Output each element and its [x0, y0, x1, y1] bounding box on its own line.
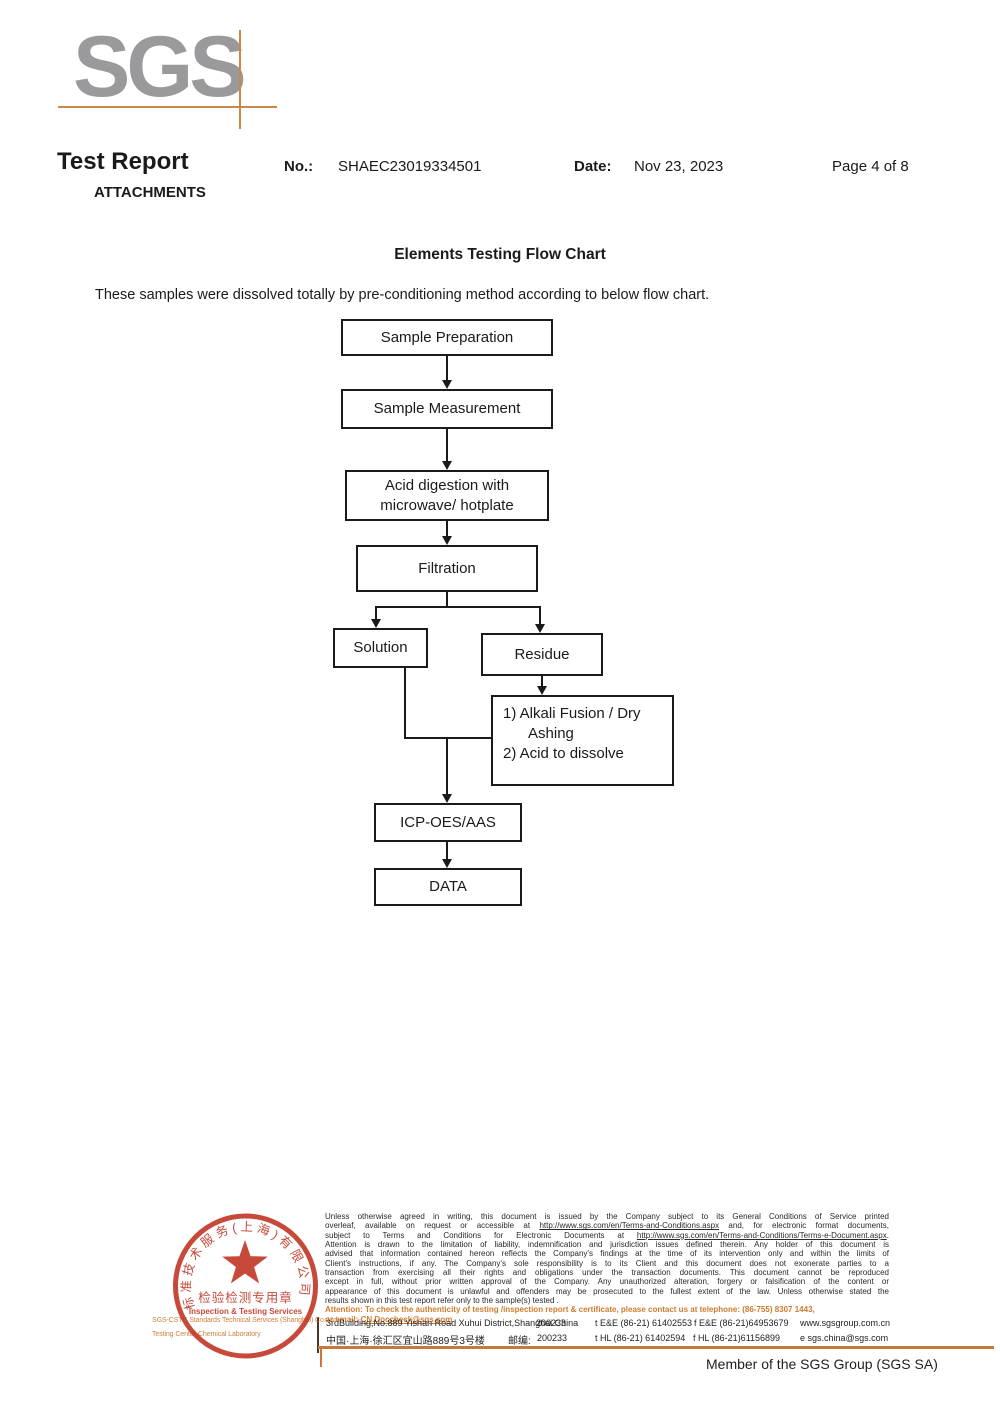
- connector-line: [446, 429, 448, 461]
- email: e sgs.china@sgs.com: [800, 1333, 889, 1343]
- legal-line: except in full, without prior written ap…: [325, 1277, 889, 1287]
- node-residue: Residue: [481, 633, 603, 676]
- connector-line: [539, 607, 541, 624]
- star-icon: [222, 1240, 268, 1284]
- arrow-down-icon: [442, 536, 452, 545]
- legal-text: subject to Terms and Conditions for Elec…: [325, 1230, 637, 1240]
- phone-ee: t E&E (86-21) 61402553: [595, 1318, 693, 1328]
- connector-line: [446, 842, 448, 859]
- flowchart-intro: These samples were dissolved totally by …: [95, 287, 710, 303]
- connector-line: [446, 592, 448, 607]
- attention-text: or email:: [325, 1314, 361, 1324]
- connector-line: [404, 737, 492, 739]
- doccheck-email: CN.Doccheck@sgs.com: [360, 1314, 453, 1324]
- page-number: Page 4 of 8: [832, 158, 909, 175]
- connector-line: [375, 607, 377, 619]
- connector-line: [446, 521, 448, 536]
- connector-line: [446, 739, 448, 794]
- connector-line: [541, 676, 543, 686]
- address-en-zip: 200233: [536, 1318, 567, 1328]
- logo-horizontal-rule: [58, 106, 277, 108]
- node-sample-measurement: Sample Measurement: [341, 389, 553, 429]
- legal-line: results shown in this test report refer …: [325, 1296, 559, 1306]
- legal-line: advised that information contained hereo…: [325, 1249, 889, 1259]
- legal-line: appearance of this document is unlawful …: [325, 1286, 889, 1296]
- legal-line: subject to Terms and Conditions for Elec…: [325, 1231, 889, 1240]
- node-solution: Solution: [333, 628, 428, 668]
- legal-line: Client's instructions, if any. The Compa…: [325, 1258, 889, 1268]
- footer-rule: [318, 1346, 994, 1349]
- legal-text: and, for electronic format documents,: [719, 1221, 889, 1231]
- connector-line: [404, 668, 406, 739]
- connector-line: [375, 606, 541, 608]
- logo-vertical-rule: [239, 30, 241, 129]
- legal-disclaimer: Unless otherwise agreed in writing, this…: [325, 1212, 889, 1324]
- connector-line: [446, 356, 448, 380]
- stamp-cn-label: 检验检测专用章: [198, 1290, 293, 1305]
- fax-hl: f HL (86-21)61156899: [693, 1333, 781, 1343]
- node-icp-oes-aas: ICP-OES/AAS: [374, 803, 522, 842]
- address-cn: 中国·上海·徐汇区宜山路889号3号楼: [326, 1336, 485, 1347]
- address-cn-zip: 200233: [537, 1333, 568, 1343]
- fax-ee: f E&E (86-21)64953679: [694, 1318, 789, 1328]
- legal-text: overleaf, available on request or access…: [325, 1221, 540, 1231]
- footer-divider: [317, 1317, 319, 1353]
- arrow-down-icon: [442, 859, 452, 868]
- report-no-label: No.:: [284, 158, 314, 175]
- node-filtration: Filtration: [356, 545, 538, 592]
- legal-text: .: [886, 1230, 889, 1240]
- attention-line: Attention: To check the authenticity of …: [325, 1305, 815, 1315]
- legal-line: transaction from exercising all their ri…: [325, 1268, 889, 1278]
- legal-line: overleaf, available on request or access…: [325, 1221, 889, 1230]
- website: www.sgsgroup.com.cn: [800, 1318, 891, 1328]
- attachments-heading: ATTACHMENTS: [94, 184, 206, 201]
- arrow-down-icon: [442, 461, 452, 470]
- address-cn-zip-label: 邮编:: [508, 1336, 531, 1347]
- inspection-stamp: 标准技术服务(上海)有限公司 检验检测专用章 Inspection & Test…: [173, 1213, 318, 1359]
- phone-hl: t HL (86-21) 61402594: [595, 1333, 686, 1343]
- legal-line: Unless otherwise agreed in writing, this…: [325, 1212, 889, 1221]
- stamp-en-label: Inspection & Testing Services: [189, 1307, 303, 1316]
- node-sample-preparation: Sample Preparation: [341, 319, 553, 356]
- company-name: SGS-CSTC Standards Technical Services (S…: [152, 1317, 339, 1324]
- terms-e-doc-url: http://www.sgs.com/en/Terms-and-Conditio…: [636, 1230, 887, 1240]
- stamp-ring: [173, 1213, 318, 1359]
- arrow-down-icon: [442, 794, 452, 803]
- flowchart-title: Elements Testing Flow Chart: [394, 246, 606, 263]
- legal-line: Attention is drawn to the limitation of …: [325, 1240, 889, 1250]
- company-lab: Testing Center-Chemical Laboratory: [152, 1331, 261, 1338]
- node-acid-digestion: Acid digestion with microwave/ hotplate: [345, 470, 549, 521]
- footer-crop-mark: [320, 1349, 322, 1367]
- sgs-logo: SGS: [73, 19, 247, 115]
- date-value: Nov 23, 2023: [634, 158, 724, 175]
- arrow-down-icon: [537, 686, 547, 695]
- attention-email-line: or email: CN.Doccheck@sgs.com: [325, 1315, 889, 1324]
- arrow-down-icon: [371, 619, 381, 628]
- page-title: Test Report: [57, 148, 189, 175]
- terms-url: http://www.sgs.com/en/Terms-and-Conditio…: [539, 1221, 720, 1231]
- node-alkali-fusion: 1) Alkali Fusion / Dry Ashing 2) Acid to…: [491, 695, 674, 786]
- node-data: DATA: [374, 868, 522, 906]
- arrow-down-icon: [442, 380, 452, 389]
- sgs-member-note: Member of the SGS Group (SGS SA): [706, 1356, 938, 1372]
- date-label: Date:: [574, 158, 612, 175]
- arrow-down-icon: [535, 624, 545, 633]
- address-en: 3rdBuilding,No.889 Yishan Road Xuhui Dis…: [326, 1318, 579, 1328]
- report-no-value: SHAEC23019334501: [338, 158, 482, 175]
